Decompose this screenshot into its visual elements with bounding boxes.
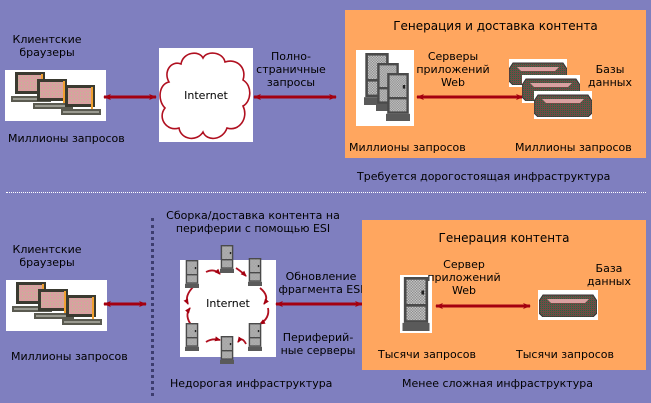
edge-appserver-arrow <box>275 301 363 307</box>
client-computers-icon <box>5 70 106 121</box>
top-footer: Требуется дорогостоящая инфраструктура <box>357 170 611 183</box>
esi-assembly-label: Сборка/доставка контента на периферии с … <box>158 209 348 235</box>
edge-servers-label: Периферий- ные серверы <box>280 331 356 357</box>
client-computers-icon <box>6 280 107 331</box>
top-clients-title-line1: Клиентские <box>12 33 82 46</box>
server-tower-icon <box>400 275 432 333</box>
app-servers-line1: Серверы <box>427 50 479 63</box>
app-servers-line2: приложений <box>416 63 490 76</box>
bottom-content-box-title: Генерация контента <box>438 231 570 245</box>
bottom-clients-title-line2: браузеры <box>19 256 75 269</box>
content-generation-delivery-box: Генерация и доставка контента Серверы пр… <box>345 10 646 158</box>
client-internet-arrow <box>103 94 157 100</box>
server-towers-icon <box>356 50 414 126</box>
edge-server-icon <box>220 336 234 364</box>
fragment-update-line2: фрагмента ESI <box>278 283 364 296</box>
edge-server-icon <box>220 245 234 273</box>
full-page-requests-line2: страничные <box>256 63 326 76</box>
database-label: База данных <box>584 262 634 288</box>
bottom-clients-caption: Миллионы запросов <box>11 350 128 363</box>
esi-assembly-line2: периферии с помощью ESI <box>175 222 331 235</box>
content-box-title: Генерация и доставка контента <box>393 19 598 33</box>
fragment-update-line1: Обновление <box>285 270 357 283</box>
full-page-requests-label: Полно- страничные запросы <box>256 50 326 89</box>
app-server-line2: приложений <box>427 271 501 284</box>
bottom-client-internet-arrow <box>103 301 147 307</box>
databases-line2: данных <box>588 76 632 89</box>
databases-caption: Миллионы запросов <box>515 141 632 154</box>
edge-server-icon <box>248 323 262 351</box>
bottom-clients-title: Клиентские браузеры <box>12 243 82 269</box>
app-servers-line3: Web <box>441 76 465 89</box>
top-internet-label: Internet <box>184 89 228 102</box>
top-clients-caption: Миллионы запросов <box>8 132 125 145</box>
cloud-icon: Internet <box>159 48 253 142</box>
edge-server-icon <box>248 258 262 286</box>
app-server-line1: Сервер <box>443 258 485 271</box>
app-servers-label: Серверы приложений Web <box>413 50 493 89</box>
edge-server-icon <box>185 323 199 351</box>
app-server-caption: Тысячи запросов <box>378 348 476 361</box>
bottom-internet-label: Internet <box>206 297 250 310</box>
bottom-clients-title-line1: Клиентские <box>12 243 82 256</box>
databases-line1: Базы <box>595 63 625 76</box>
edge-servers-line1: Периферий- <box>282 331 354 344</box>
app-server-label: Сервер приложений Web <box>424 258 504 297</box>
app-server-line3: Web <box>452 284 476 297</box>
full-page-requests-line3: запросы <box>266 76 316 89</box>
content-generation-box: Генерация контента Сервер приложений Web… <box>362 220 646 370</box>
vertical-divider <box>151 218 154 396</box>
database-icon <box>538 290 598 320</box>
edge-footer: Недорогая инфраструктура <box>170 377 333 390</box>
internet-appserver-arrow <box>253 94 337 100</box>
databases-label: Базы данных <box>585 63 635 89</box>
app-servers-caption: Миллионы запросов <box>349 141 466 154</box>
top-clients-title-line2: браузеры <box>19 46 75 59</box>
edge-servers-line2: ные серверы <box>280 344 356 357</box>
bottom-footer: Менее сложная инфраструктура <box>402 377 593 390</box>
appserver-database-arrow <box>416 94 524 100</box>
top-clients-title: Клиентские браузеры <box>12 33 82 59</box>
fragment-update-label: Обновление фрагмента ESI <box>276 270 366 296</box>
edge-server-icon <box>185 260 199 288</box>
bottom-appserver-database-arrow <box>435 303 531 309</box>
database-line1: База <box>595 262 623 275</box>
section-divider <box>6 192 646 193</box>
database-line2: данных <box>587 275 631 288</box>
full-page-requests-line1: Полно- <box>271 50 311 63</box>
database-caption: Тысячи запросов <box>516 348 614 361</box>
esi-assembly-line1: Сборка/доставка контента на <box>166 209 340 222</box>
